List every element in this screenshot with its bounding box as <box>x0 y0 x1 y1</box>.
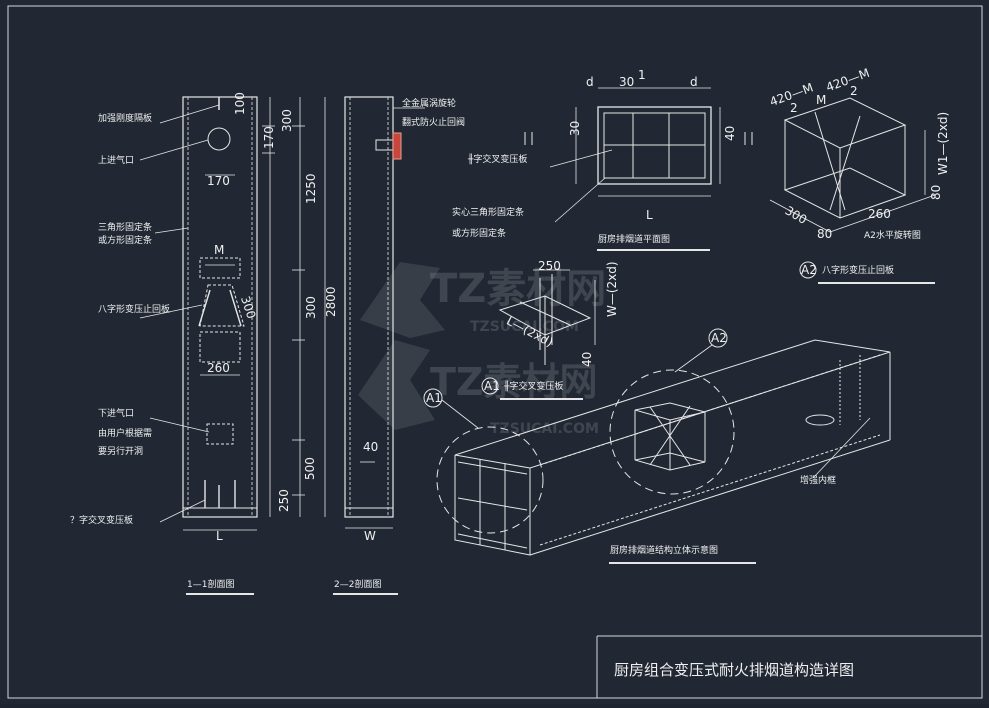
a2-dim-w1: W1—(2xd) <box>936 112 950 175</box>
dim-W: W <box>364 529 376 543</box>
iso-labels: A1 A2 增强内框 厨房排烟道结构立体示意图 <box>423 328 836 564</box>
a2-dim-80-bottom: 80 <box>817 227 832 241</box>
dim-2800: 2800 <box>324 286 338 317</box>
label-triangle-2: 或方形固定条 <box>98 234 152 246</box>
a2-dim-2-left: 2 <box>790 101 798 115</box>
watermark-logo-icon <box>358 262 445 430</box>
a2-dim-M: M <box>816 93 826 107</box>
dim-M: M <box>214 243 224 257</box>
plan-view <box>524 87 753 223</box>
dim-250: 250 <box>277 489 291 512</box>
a2-detail-label: 八字形变压止回板 <box>822 264 894 276</box>
label-triangle-1: 三角形固定条 <box>98 221 152 233</box>
label-lower-inlet-1: 下进气口 <box>98 407 134 419</box>
iso-duct <box>436 339 891 556</box>
a1-axon <box>498 269 596 365</box>
a2-dim-top-right: 420—M <box>824 66 871 95</box>
a1-dim-w: W—(2xd) <box>605 261 619 317</box>
plan-label-solid-tri-2: 或方形固定条 <box>452 227 506 239</box>
caption-plan: 厨房排烟道平面图 <box>598 233 670 245</box>
plan-label-cross-plate: ╫字交叉变压板 <box>467 153 527 165</box>
a2-labels: 420—M 420—M 2 M 2 W1—(2xd) 80 300 260 80… <box>768 66 950 284</box>
plan-dim-d-2: d <box>690 75 698 89</box>
caption-iso: 厨房排烟道结构立体示意图 <box>610 544 718 556</box>
title-block: 厨房组合变压式耐火排烟道构造详图 <box>596 635 982 698</box>
plan-labels: 1 d 30 d 30 40 L ╫字交叉变压板 实心三角形固定条 或方形固定条… <box>452 68 737 251</box>
dim-40-s2: 40 <box>363 440 378 454</box>
a2-detail-mark: A2 <box>801 263 817 277</box>
a2-dim-260: 260 <box>868 207 891 221</box>
plan-dim-40-v: 40 <box>723 126 737 141</box>
label-upper-inlet: 上进气口 <box>98 154 134 166</box>
iso-callout-a1: A1 <box>426 391 442 405</box>
label-valve: 八字形变压止回板 <box>98 303 170 315</box>
a1-dim-250: 250 <box>538 259 561 273</box>
a2-dim-300: 300 <box>783 203 810 227</box>
watermark: TZ素材网 TZSUCAI.COM TZ素材网 TZSUCAI.COM <box>358 262 606 437</box>
plan-mark-1: 1 <box>638 68 646 82</box>
dim-300-valve: 300 <box>238 294 258 320</box>
caption-a2-rotation: A2水平旋转图 <box>864 229 921 241</box>
plan-dim-30: 30 <box>619 75 634 89</box>
dim-170-h: 170 <box>207 174 230 188</box>
iso-callout-a2: A2 <box>711 331 727 345</box>
watermark-brand-2: TZ素材网 <box>430 360 597 404</box>
watermark-domain-2: TZSUCAI.COM <box>490 421 599 437</box>
label-lower-inlet-3: 要另行开洞 <box>98 445 143 457</box>
dim-260: 260 <box>207 361 230 375</box>
fire-valve-icon <box>392 132 402 160</box>
section-1-1-labels: 加强刚度隔板 上进气口 三角形固定条 或方形固定条 八字形变压止回板 下进气口 … <box>70 92 338 595</box>
sheet-border <box>7 5 983 699</box>
a2-dim-80-right: 80 <box>929 185 943 200</box>
a2-axon <box>769 97 936 233</box>
dim-170-v: 170 <box>262 126 276 149</box>
section-1-1 <box>139 96 326 531</box>
label-bottom-plate: ？字交叉变压板 <box>70 514 133 526</box>
dim-300-top: 300 <box>280 109 294 132</box>
iso-frame-label: 增强内框 <box>800 474 836 486</box>
dim-100: 100 <box>233 92 247 115</box>
label-fire-valve-2: 翻式防火止回阀 <box>402 116 465 128</box>
label-lower-inlet-2: 由用户根据需 <box>98 427 152 439</box>
a1-detail-label: ╫字交叉变压板 <box>503 380 563 392</box>
dim-300-mid: 300 <box>304 296 318 319</box>
plan-dim-30-v: 30 <box>568 121 582 136</box>
section-2-2 <box>344 96 425 529</box>
section-2-2-labels: 全金属涡旋轮 翻式防火止回阀 40 W 2—2剖面图 <box>333 97 465 595</box>
sheet-title: 厨房组合变压式耐火排烟道构造详图 <box>614 661 854 679</box>
caption-section-1: 1—1剖面图 <box>187 578 234 590</box>
dim-1250: 1250 <box>304 173 318 204</box>
label-fire-valve-1: 全金属涡旋轮 <box>402 97 456 109</box>
plan-dim-L: L <box>646 208 653 222</box>
dim-L-1: L <box>216 529 223 543</box>
a1-dim-40: 40 <box>580 352 594 367</box>
plan-dim-d-1: d <box>586 75 594 89</box>
watermark-brand: TZ素材网 <box>430 266 606 312</box>
a1-detail-mark: A1 <box>484 379 500 393</box>
dim-500: 500 <box>303 457 317 480</box>
plan-label-solid-tri-1: 实心三角形固定条 <box>452 206 524 218</box>
label-partition: 加强刚度隔板 <box>98 112 152 124</box>
caption-section-2: 2—2剖面图 <box>334 578 381 590</box>
a2-dim-2-right: 2 <box>850 84 858 98</box>
